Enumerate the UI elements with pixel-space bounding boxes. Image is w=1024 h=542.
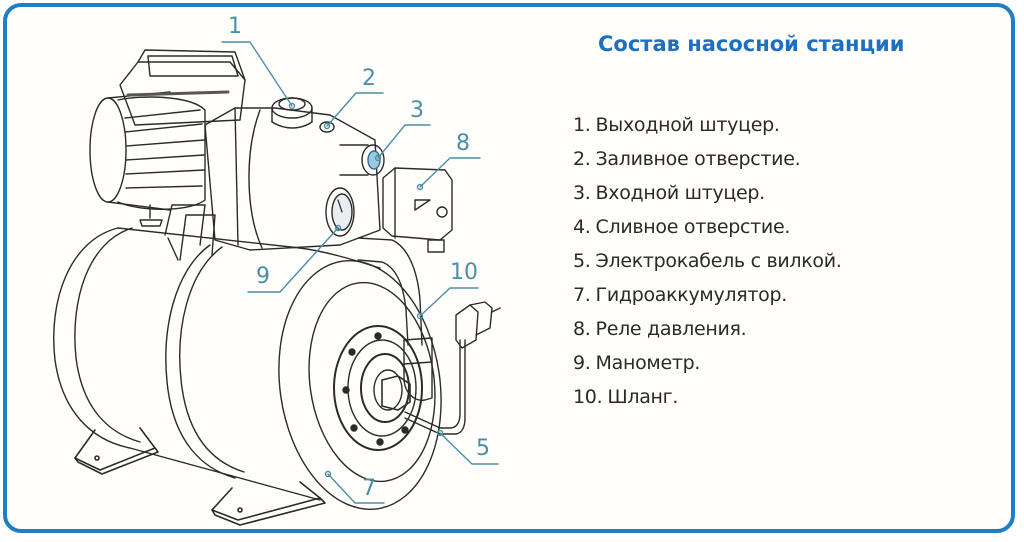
callout-leaders bbox=[221, 41, 499, 504]
legend-item: 8.Реле давления. bbox=[573, 318, 747, 340]
callout-10: 10 bbox=[450, 260, 478, 285]
legend-item: 7.Гидроаккумулятор. bbox=[573, 284, 787, 306]
legend-item: 4.Сливное отверстие. bbox=[573, 216, 791, 238]
pump-bracket bbox=[164, 204, 216, 261]
legend-item: 10.Шланг. bbox=[573, 386, 679, 408]
legend-item: 3.Входной штуцер. bbox=[573, 182, 765, 204]
tank-flange bbox=[333, 325, 423, 451]
callout-5: 5 bbox=[476, 436, 490, 461]
callout-8: 8 bbox=[456, 131, 470, 156]
diagram-frame bbox=[3, 3, 1015, 533]
motor bbox=[89, 49, 246, 227]
power-cable bbox=[404, 301, 501, 435]
pressure-gauge bbox=[325, 187, 355, 237]
pressure-switch bbox=[382, 167, 453, 253]
callout-3: 3 bbox=[410, 98, 424, 123]
hose bbox=[357, 237, 433, 401]
callout-2: 2 bbox=[362, 66, 376, 91]
callout-1: 1 bbox=[228, 14, 242, 39]
legend-item: 9.Манометр. bbox=[573, 352, 701, 374]
callout-7: 7 bbox=[362, 476, 376, 501]
tank-feet bbox=[74, 427, 326, 526]
legend-item: 1.Выходной штуцер. bbox=[573, 114, 780, 136]
legend-item: 5.Электрокабель с вилкой. bbox=[573, 250, 842, 272]
callout-9: 9 bbox=[256, 264, 270, 289]
legend-item: 2.Заливное отверстие. bbox=[573, 148, 801, 170]
diagram-title: Состав насосной станции bbox=[598, 32, 905, 56]
accumulator-tank bbox=[53, 227, 442, 510]
parts-legend: 1.Выходной штуцер. 2.Заливное отверстие.… bbox=[573, 108, 842, 414]
